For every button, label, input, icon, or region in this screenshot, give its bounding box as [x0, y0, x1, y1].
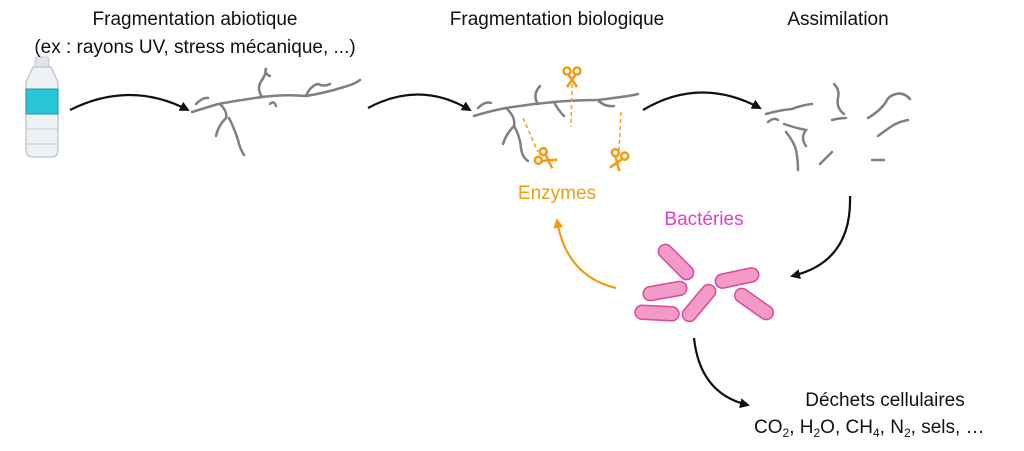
- arrow-biologic: [367, 93, 472, 112]
- scissors-icon: [533, 146, 558, 169]
- waste-title: Déchets cellulaires: [805, 390, 965, 411]
- product-co2: CO2: [754, 417, 790, 440]
- stage-abiotic-subtitle: (ex : rayons UV, stress mécanique, ...): [34, 37, 356, 58]
- bacteria-cluster: [634, 243, 775, 323]
- bacterium-icon: [657, 243, 695, 281]
- polymer-chain-biologic: [472, 84, 640, 163]
- bacterium-icon: [642, 280, 688, 302]
- arrow-bacteria-to-enzymes: [553, 218, 617, 290]
- bacterium-icon: [733, 287, 775, 321]
- process-arrows: [69, 91, 852, 409]
- bacterium-icon: [634, 304, 680, 322]
- arrow-to-waste: [692, 337, 750, 409]
- stage-biologic-title: Fragmentation biologique: [449, 9, 665, 30]
- waste-products: CO2, H2O, CH4, N2, sels, …: [754, 417, 985, 440]
- product-n2: N2: [890, 417, 911, 440]
- plastic-bottle-icon: [25, 56, 59, 158]
- product-etc: …: [965, 417, 985, 438]
- product-salts: sels: [921, 417, 955, 438]
- scissors-icon: [609, 147, 630, 172]
- product-ch4: CH4: [845, 417, 880, 440]
- bacterium-icon: [714, 267, 760, 289]
- stage-assimilation-title: Assimilation: [787, 9, 889, 30]
- bacterium-icon: [681, 283, 717, 323]
- enzymes-label: Enzymes: [517, 183, 597, 204]
- arrow-assimilation: [642, 91, 762, 111]
- bacteria-label: Bactéries: [664, 209, 744, 230]
- polymer-chain-abiotic: [190, 67, 362, 157]
- arrow-abiotic: [69, 93, 190, 111]
- product-h2o: H2O: [799, 417, 835, 440]
- arrow-to-bacteria: [790, 195, 852, 280]
- scissors-icon: [562, 66, 582, 88]
- polymer-fragments: [764, 82, 912, 172]
- stage-abiotic-title: Fragmentation abiotique: [92, 9, 298, 30]
- cut-guides: [522, 83, 622, 153]
